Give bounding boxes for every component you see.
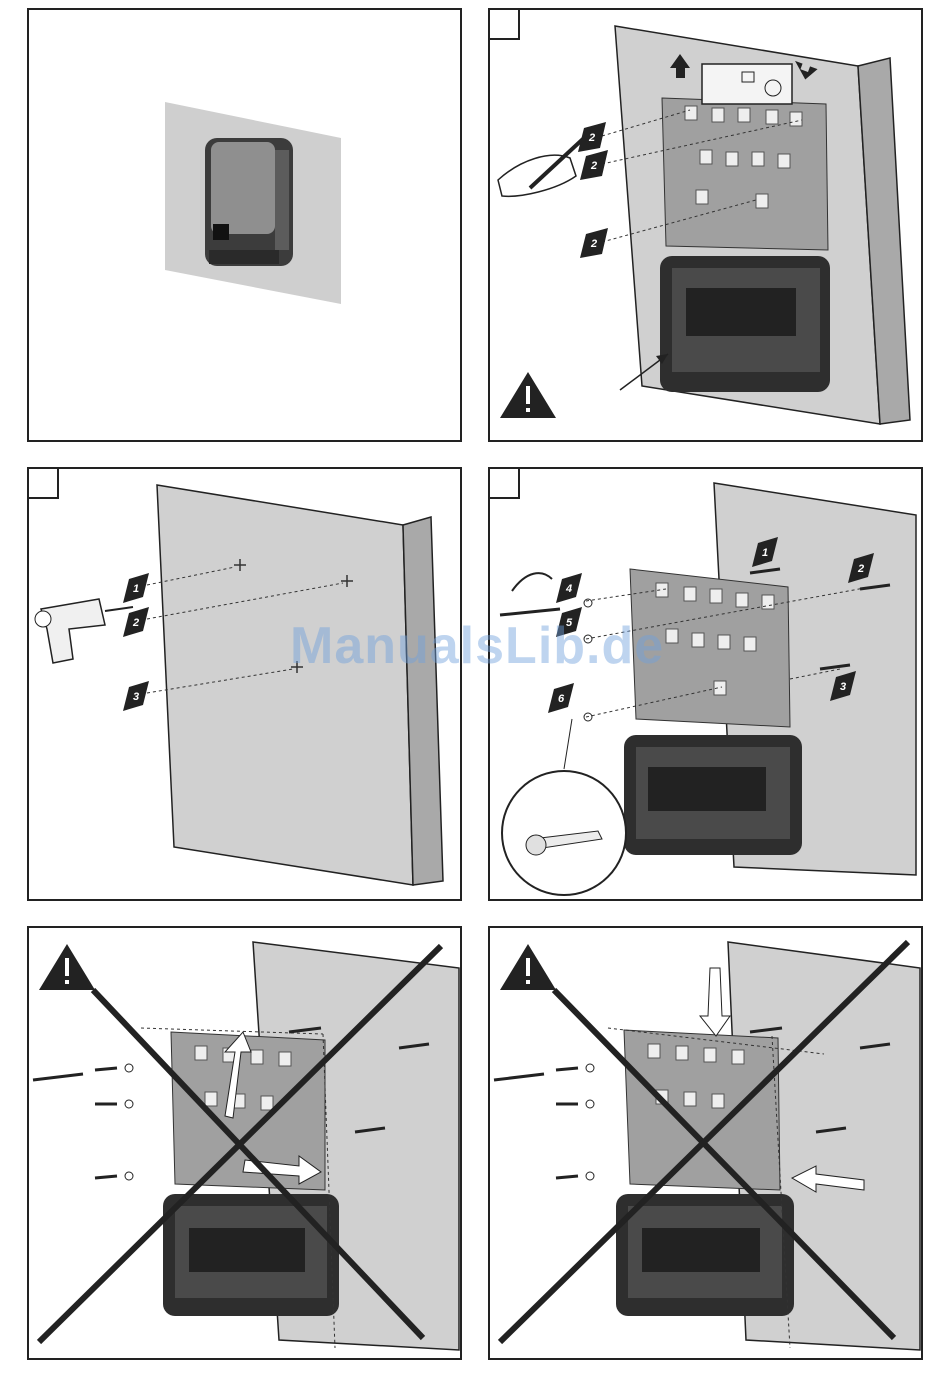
inverter-illustration — [29, 10, 460, 440]
warning-icon — [39, 944, 95, 990]
wrong-mounting-illustration — [29, 928, 460, 1358]
arrow-down-icon — [700, 968, 730, 1036]
warning-icon — [500, 944, 556, 990]
wrong-mounting-illustration — [490, 928, 921, 1358]
callout-3: 3 — [133, 691, 139, 703]
warning-icon — [500, 372, 556, 418]
screw-detail-icon — [502, 719, 626, 895]
callouts: 1 2 3 — [123, 573, 149, 711]
fasten-illustration: 1 2 3 4 5 6 — [490, 469, 921, 899]
callout-3: 3 — [840, 681, 846, 693]
callout-2: 2 — [590, 160, 597, 172]
callouts: 2 2 2 — [578, 122, 608, 258]
panel-fasten-bracket: 1 2 3 4 5 6 — [488, 467, 923, 901]
screwdriver-icon — [500, 609, 560, 615]
pencil-icon — [498, 138, 584, 196]
callout-5: 5 — [566, 617, 573, 629]
panel-wrong-mounting-1 — [27, 926, 462, 1360]
callout-2: 2 — [132, 617, 139, 629]
callout-2: 2 — [590, 238, 597, 250]
drill-icon — [35, 599, 133, 663]
screwdriver-icon — [33, 1074, 83, 1080]
callout-6: 6 — [558, 693, 565, 705]
panel-wrong-mounting-2 — [488, 926, 923, 1360]
mark-holes-illustration: 2 2 2 — [490, 10, 921, 440]
panel-drill-holes: 1 2 3 — [27, 467, 462, 901]
callout-2: 2 — [857, 563, 864, 575]
panel-mark-holes: 2 2 2 — [488, 8, 923, 442]
drill-illustration: 1 2 3 — [29, 469, 460, 899]
spirit-level-icon — [702, 64, 792, 104]
callout-2: 2 — [588, 132, 595, 144]
callout-1: 1 — [762, 547, 768, 559]
screwdriver-icon — [494, 1074, 544, 1080]
callout-1: 1 — [133, 583, 139, 595]
panel-inverter-on-wall — [27, 8, 462, 442]
callout-4: 4 — [565, 583, 572, 595]
